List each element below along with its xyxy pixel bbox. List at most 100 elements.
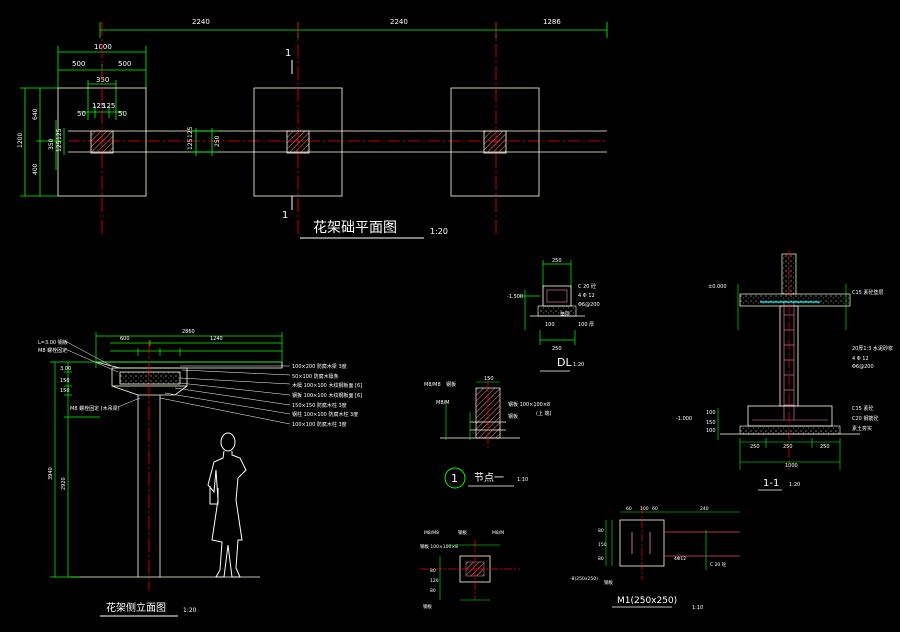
plan-dim-125d: 125 — [187, 126, 194, 138]
elev-column — [137, 395, 161, 577]
plan-left-640: 640 — [32, 108, 39, 120]
dl-detail: 250 250 -1.500 C 20 砼 4 Φ 12 Φ6@200 100 … — [507, 258, 600, 372]
elev-right-leaders — [159, 365, 291, 425]
node-label-4: M8/M — [436, 400, 450, 406]
m1-dims — [605, 511, 740, 570]
dl-label-4: Φ6@200 — [578, 302, 600, 308]
elev-dim-1240: 1240 — [210, 336, 223, 342]
m1-label-4: 80 — [598, 528, 604, 534]
m1-label-5: 150 — [598, 542, 607, 548]
dl-dim-bottom: 250 — [552, 346, 562, 352]
elev-right-note-7: 100×100 防腐木柱 3度 — [292, 421, 347, 428]
elev-left-note-1: L=3.00 钢板 — [38, 339, 68, 346]
plan-section-mark-top: 1 — [285, 48, 291, 59]
plan-dim-50: 50 — [77, 110, 86, 118]
node-circle-number: 1 — [451, 472, 458, 485]
m1-detail: 60 100 60 80 150 80 240 C 20 砼 4Φ12 -8(2… — [570, 506, 740, 611]
m1-title: M1(250x250) — [617, 596, 677, 606]
section-label-5: Φ6@200 — [852, 364, 874, 370]
node-label-3: 钢板 — [446, 381, 456, 388]
section-label-3: 20厚1:3 水泥砂浆 — [852, 345, 893, 352]
elev-dim-2860: 2860 — [182, 329, 195, 335]
dl-label-1: -1.500 — [507, 294, 523, 300]
m1-label-6: 80 — [598, 556, 604, 562]
section-label-4: 4 Φ 12 — [852, 356, 869, 362]
section-label-2: C15 素砼垫层 — [852, 289, 883, 296]
elev-left-dims — [50, 361, 100, 578]
plan-left-125: 125 — [56, 128, 63, 140]
section-dim-2: 250 — [783, 444, 793, 450]
m1-label-11: 钢板 — [604, 579, 613, 586]
section-label-10: 150 — [706, 420, 716, 426]
dl-scale: 1:20 — [573, 362, 584, 368]
section-scale: 1:20 — [789, 482, 800, 488]
node-detail: 150 M8/M8 钢板 M8/M 钢板 100×100×8 钢板 (上 端) … — [424, 376, 552, 489]
m1-label-8: C 20 砼 — [710, 561, 727, 568]
node-label-7: (上 端) — [536, 410, 552, 417]
plan-dim-top-3: 1286 — [543, 18, 561, 26]
plan-dim-top-1: 2240 — [192, 18, 210, 26]
plan-left-1200: 1200 — [17, 133, 24, 148]
m1-label-7: 240 — [700, 506, 709, 512]
m1-label-2: 100 — [640, 506, 649, 512]
elev-right-note-5: 150×150 防腐木柱 3度 — [292, 402, 347, 409]
section-label-13: 素土夯实 — [852, 425, 872, 432]
section-label-9: 100 — [706, 428, 716, 434]
node2-label-5: 钢板 — [423, 603, 432, 610]
plan-left-125b: 125 — [56, 140, 63, 152]
dl-label-3: 4 Φ 12 — [578, 293, 595, 299]
section-label-12: C20 钢筋砼 — [852, 415, 878, 422]
section-label-1: ±0.000 — [708, 284, 727, 290]
dl-dim-top: 250 — [552, 258, 562, 264]
m1-beam — [664, 531, 740, 557]
plan-vertical-axes — [101, 22, 497, 236]
section-rebar — [752, 300, 828, 421]
elev-title: 花架侧立面图 — [106, 601, 166, 614]
elev-top-dims — [95, 332, 283, 368]
plan-footing-3 — [450, 87, 540, 197]
plan-dim-top-2: 2240 — [390, 18, 408, 26]
elevation-view: 2860 600 1240 3940 292 — [38, 329, 362, 617]
dl-title: DL — [557, 356, 572, 369]
plan-title: 花架础平面图 — [313, 220, 397, 236]
node2-detail: M8/M8 钢板 钢板 100×100×8 M8/M 钢板 80 120 80 — [420, 529, 520, 610]
node2-label-2: 钢板 — [458, 529, 467, 536]
dl-label-6: 100 厚 — [578, 322, 594, 328]
node-label-1: 150 — [484, 376, 494, 382]
plan-left-dimension — [20, 87, 65, 197]
elev-right-note-4: 钢板 100×100 木纹钢板面 [6] — [292, 392, 362, 399]
dl-label-7: 垫层 — [560, 311, 570, 318]
elev-right-note-3: 木檩 100×100 木纹钢板面 [6] — [292, 382, 362, 389]
elev-dim-3940: 3940 — [48, 467, 54, 480]
elev-left-note-2: M8 螺栓固定 — [38, 347, 67, 354]
elev-right-note-6: 钢柱 100×100 防腐木柱 3度 — [292, 411, 358, 418]
plan-columns — [90, 130, 507, 154]
plan-dim-500b: 500 — [118, 60, 131, 68]
plan-scale: 1:20 — [430, 227, 448, 236]
elev-dim-600: 600 — [120, 336, 130, 342]
node-circle — [444, 467, 466, 489]
node2-label-6: 80 — [430, 568, 436, 574]
plan-dim-125a: 125 — [92, 102, 105, 110]
m1-scale: 1:10 — [692, 605, 703, 611]
section-label-11: C15 素砼 — [852, 405, 873, 412]
plan-beam-strip — [68, 130, 607, 153]
plan-dim-125c: 125 — [187, 138, 194, 150]
node2-label-8: 80 — [430, 588, 436, 594]
node2-label-3: 钢板 100×100×8 — [420, 543, 458, 550]
plan-dim-500a: 500 — [72, 60, 85, 68]
plan-view: 2240 2240 1286 1000 500 500 350 125 125 … — [17, 18, 608, 239]
elev-right-note-2: 50×100 防腐木檩条 — [292, 373, 339, 380]
m1-bolts — [631, 532, 651, 554]
node2-label-1: M8/M8 — [424, 530, 439, 536]
plan-dim-1000: 1000 — [94, 43, 112, 51]
plan-dim-250: 250 — [214, 135, 221, 147]
elev-right-note-1: 100×200 防腐木梁 3度 — [292, 363, 347, 370]
section-label-8: 1000 — [785, 463, 798, 469]
elev-beam — [95, 361, 283, 396]
person-figure — [207, 432, 247, 578]
plan-section-mark-bottom: 1 — [282, 210, 288, 221]
elev-left-3: 150 — [60, 388, 70, 394]
elev-left-leaders — [64, 340, 141, 408]
